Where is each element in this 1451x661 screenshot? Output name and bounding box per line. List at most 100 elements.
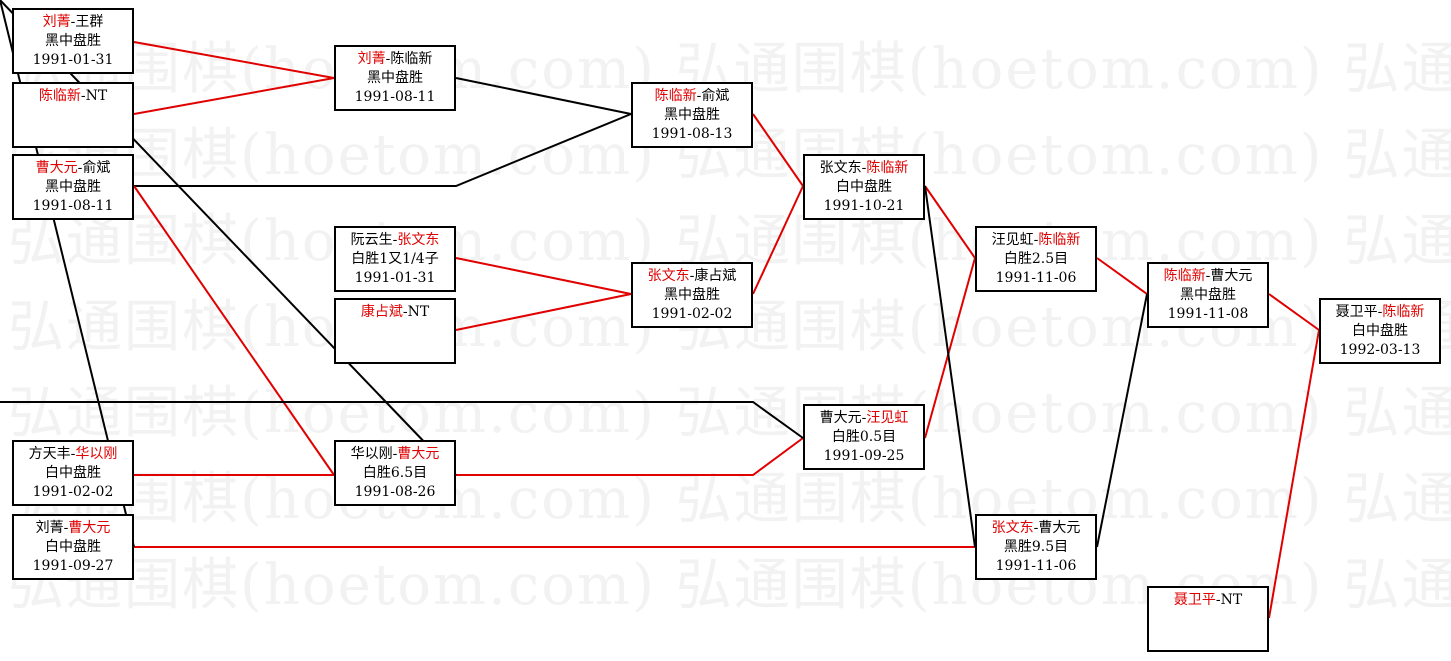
winner-connector (924, 257, 976, 439)
game-date: 1991-11-06 (995, 270, 1077, 286)
player-white: NT (1220, 592, 1243, 608)
game-date: 1991-08-13 (651, 126, 733, 142)
game-box[interactable]: 张文东-曹大元黑胜9.5目 1991-11-06 (975, 514, 1097, 580)
game-result: 白胜0.5目 (831, 429, 897, 445)
game-date: 1991-08-26 (354, 484, 436, 500)
player-black: 方天丰 (28, 446, 71, 462)
winner-connector (1268, 293, 1320, 331)
game-players: 华以刚-曹大元 (336, 445, 454, 464)
player-separator: - (689, 268, 695, 284)
game-players: 聂卫平-NT (1149, 591, 1267, 610)
player-black: 汪见虹 (991, 232, 1034, 248)
player-black: 张文东 (819, 160, 862, 176)
game-box[interactable]: 聂卫平-NT (1147, 586, 1269, 652)
game-result: 黑胜9.5目 (1003, 539, 1069, 555)
player-black: 陈临新 (654, 88, 697, 104)
player-separator: - (861, 410, 867, 426)
game-players: 刘菁-王群 (14, 13, 132, 32)
game-box[interactable]: 康占斌-NT (334, 298, 456, 364)
player-white: 汪见虹 (866, 410, 909, 426)
loser-connector (1096, 293, 1148, 548)
player-separator: - (1377, 304, 1383, 320)
game-box[interactable]: 陈临新-NT (12, 82, 134, 148)
player-black: 陈临新 (1163, 268, 1206, 284)
winner-connector (456, 437, 804, 476)
game-players: 方天丰-华以刚 (14, 445, 132, 464)
game-result: 白胜1又1/4子 (351, 251, 439, 267)
game-date: 1991-02-02 (32, 484, 114, 500)
player-separator: - (80, 88, 86, 104)
game-date: 1991-01-31 (354, 270, 436, 286)
player-separator: - (1033, 520, 1039, 536)
player-separator: - (63, 520, 69, 536)
game-box[interactable]: 陈临新-曹大元黑中盘胜 1991-11-08 (1147, 262, 1269, 328)
game-date: 1991-10-21 (823, 198, 905, 214)
winner-connector (1096, 257, 1148, 295)
game-date: 1991-11-06 (995, 558, 1077, 574)
winner-connector (1268, 329, 1320, 619)
player-black: 康占斌 (360, 304, 403, 320)
player-white: 陈临新 (390, 51, 433, 67)
game-date: 1991-09-27 (32, 558, 114, 574)
game-result: 黑中盘胜 (664, 107, 720, 123)
game-date: 1991-01-31 (32, 52, 114, 68)
game-box[interactable]: 张文东-陈临新白中盘胜 1991-10-21 (803, 154, 925, 220)
player-separator: - (70, 14, 76, 30)
game-result: 黑中盘胜 (664, 287, 720, 303)
player-white: 曹大元 (1210, 268, 1253, 284)
player-separator: - (1215, 592, 1221, 608)
player-black: 聂卫平 (1335, 304, 1378, 320)
game-box[interactable]: 陈临新-俞斌黑中盘胜 1991-08-13 (631, 82, 753, 148)
game-date: 1991-11-08 (1167, 306, 1249, 322)
game-date: 1991-09-25 (823, 448, 905, 464)
player-black: 曹大元 (819, 410, 862, 426)
game-result: 黑中盘胜 (1180, 287, 1236, 303)
player-black: 刘菁 (42, 14, 71, 30)
game-date: 1991-08-11 (354, 89, 436, 105)
game-box[interactable]: 华以刚-曹大元白胜6.5目 1991-08-26 (334, 440, 456, 506)
player-separator: - (696, 88, 702, 104)
player-white: 俞斌 (82, 160, 111, 176)
player-white: 陈临新 (1038, 232, 1081, 248)
winner-connector (133, 77, 335, 115)
game-players: 刘菁-陈临新 (336, 50, 454, 69)
player-white: 陈临新 (1382, 304, 1425, 320)
game-result: 黑中盘胜 (45, 179, 101, 195)
game-players: 聂卫平-陈临新 (1321, 303, 1439, 322)
player-separator: - (402, 304, 408, 320)
winner-connector (924, 185, 976, 259)
player-separator: - (385, 51, 391, 67)
game-date: 1991-02-02 (651, 306, 733, 322)
game-result: 白中盘胜 (836, 179, 892, 195)
game-result: 白中盘胜 (1352, 323, 1408, 339)
game-result: 白胜6.5目 (362, 465, 428, 481)
player-separator: - (77, 160, 83, 176)
loser-connector (924, 185, 976, 548)
player-white: 张文东 (397, 232, 440, 248)
loser-connector (455, 77, 632, 115)
game-players: 曹大元-汪见虹 (805, 409, 923, 428)
player-white: NT (407, 304, 430, 320)
game-players: 张文东-康占斌 (633, 267, 751, 286)
game-players: 陈临新-曹大元 (1149, 267, 1267, 286)
player-separator: - (392, 446, 398, 462)
player-white: 王群 (75, 14, 104, 30)
game-result: 白胜2.5目 (1003, 251, 1069, 267)
winner-connector (133, 41, 335, 79)
game-box[interactable]: 张文东-康占斌黑中盘胜 1991-02-02 (631, 262, 753, 328)
game-players: 张文东-曹大元 (977, 519, 1095, 538)
game-players: 刘菁-曹大元 (14, 519, 132, 538)
game-players: 张文东-陈临新 (805, 159, 923, 178)
winner-connector (133, 185, 335, 476)
player-white: 俞斌 (701, 88, 730, 104)
game-players: 曹大元-俞斌 (14, 159, 132, 178)
